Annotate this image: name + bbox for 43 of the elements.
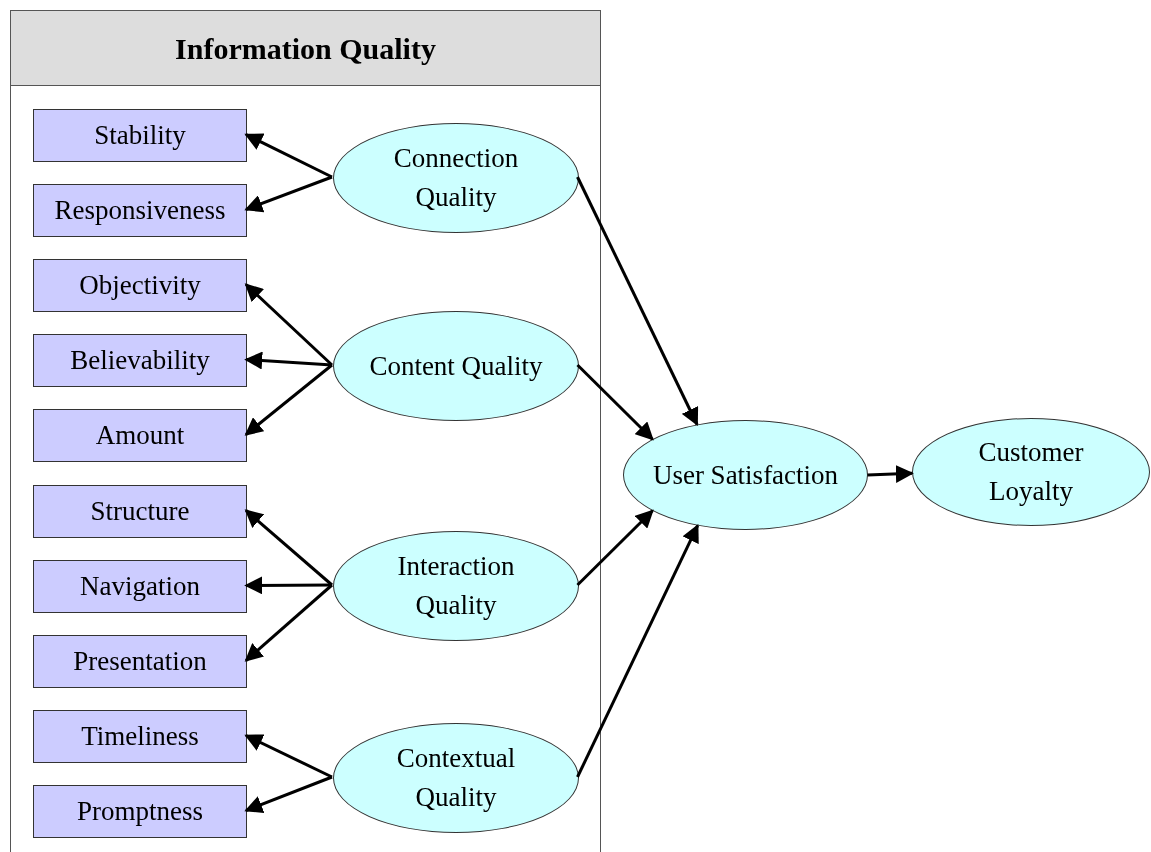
indicator-box bbox=[33, 710, 247, 763]
arrow bbox=[244, 133, 333, 179]
arrow bbox=[244, 775, 333, 813]
arrow bbox=[867, 464, 914, 483]
indicator-label: Stability bbox=[94, 119, 186, 153]
indicator-label: Believability bbox=[70, 344, 210, 378]
indicator-label: Presentation bbox=[73, 645, 207, 679]
indicator-box bbox=[33, 785, 247, 838]
arrow bbox=[576, 176, 699, 427]
arrow bbox=[244, 734, 333, 779]
indicator-label: Promptness bbox=[77, 795, 203, 829]
indicator-box bbox=[33, 184, 247, 237]
panel-heading: Information Quality bbox=[175, 30, 436, 67]
indicator-box bbox=[33, 409, 247, 462]
arrow bbox=[576, 363, 654, 441]
indicator-label: Objectivity bbox=[79, 269, 201, 303]
arrow bbox=[244, 576, 332, 595]
indicator-box bbox=[33, 259, 247, 312]
group-panel bbox=[10, 10, 601, 852]
indicator-label: Timeliness bbox=[81, 720, 199, 754]
arrow bbox=[576, 524, 699, 778]
construct-label: Customer Loyalty bbox=[977, 436, 1085, 508]
construct-label: Interaction Quality bbox=[396, 550, 516, 622]
indicator-label: Structure bbox=[90, 495, 190, 529]
arrow bbox=[244, 351, 333, 370]
construct-label: User Satisfaction bbox=[652, 458, 839, 492]
indicator-box bbox=[33, 560, 247, 613]
construct-label: Contextual Quality bbox=[395, 742, 517, 814]
construct-label: Content Quality bbox=[369, 349, 543, 383]
arrow bbox=[244, 509, 333, 587]
construct-label: Connection Quality bbox=[392, 142, 520, 214]
indicator-box bbox=[33, 334, 247, 387]
indicator-box bbox=[33, 485, 247, 538]
arrow bbox=[244, 363, 333, 436]
indicator-box bbox=[33, 635, 247, 688]
indicator-label: Responsiveness bbox=[54, 194, 226, 228]
arrow bbox=[244, 175, 333, 213]
indicator-label: Amount bbox=[95, 419, 185, 453]
arrow bbox=[244, 583, 333, 662]
arrow bbox=[244, 283, 334, 367]
indicator-label: Navigation bbox=[80, 570, 200, 604]
indicator-box bbox=[33, 109, 247, 162]
arrow bbox=[576, 509, 654, 587]
